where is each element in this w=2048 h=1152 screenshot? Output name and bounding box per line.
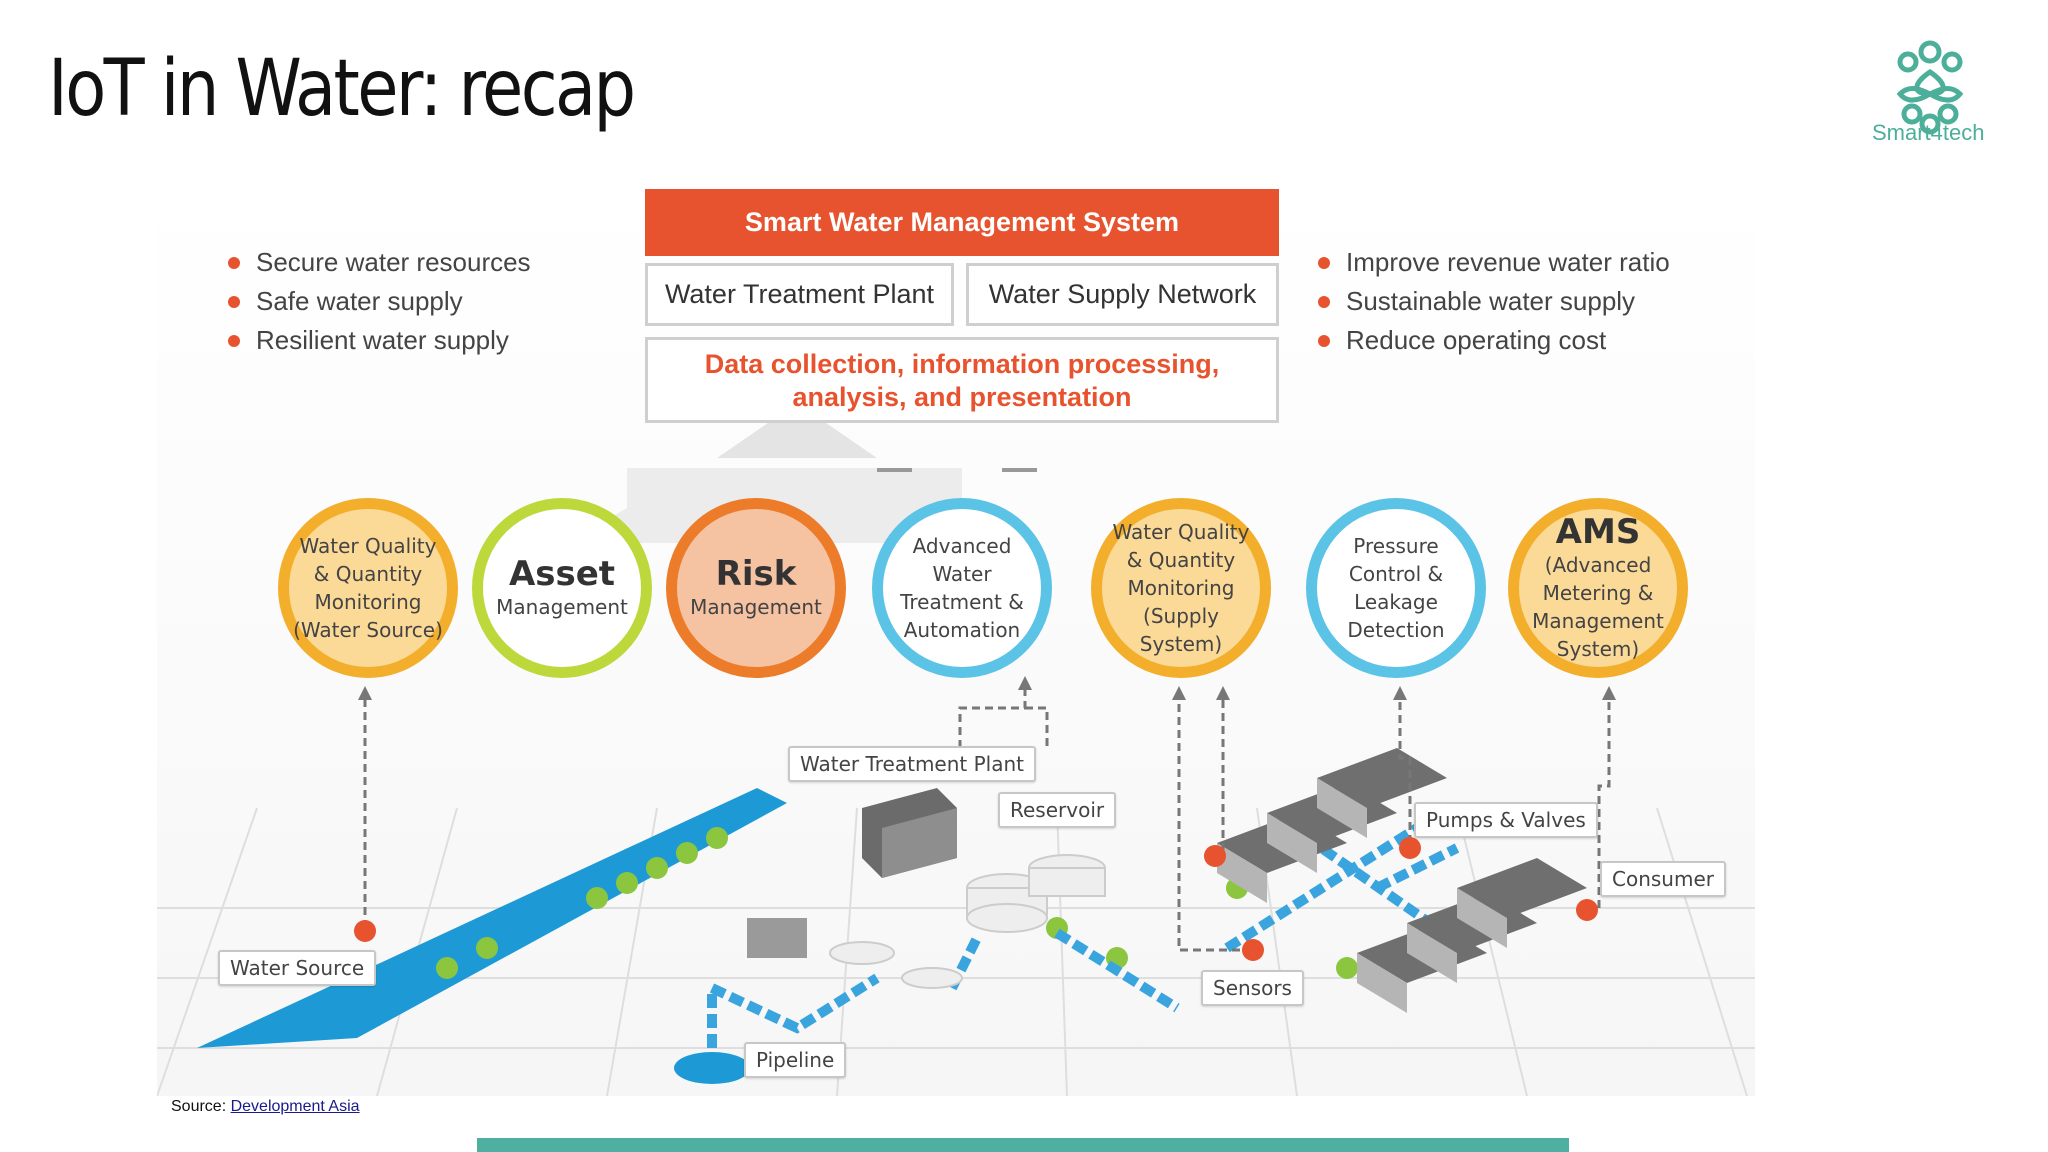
source-note: Source: Development Asia bbox=[171, 1098, 360, 1116]
logo-text: Smart4tech bbox=[1872, 120, 1985, 145]
label-pipeline: Pipeline bbox=[744, 1042, 847, 1078]
circle-line: (Water Source) bbox=[293, 618, 443, 642]
circle-line: Water Quality bbox=[299, 534, 437, 558]
circle-line: Monitoring bbox=[314, 590, 422, 614]
bullet-item: Reduce operating cost bbox=[1318, 321, 1670, 360]
circle-line: Water Quality bbox=[1112, 520, 1250, 544]
bullet-item: Resilient water supply bbox=[228, 321, 531, 360]
footer-bar bbox=[477, 1138, 1569, 1152]
circle-small-label: Management bbox=[690, 595, 822, 619]
arrow-head-shape bbox=[717, 403, 877, 458]
label-sensors: Sensors bbox=[1201, 970, 1304, 1006]
bullet-item: Improve revenue water ratio bbox=[1318, 243, 1670, 282]
circle-small-label: Management bbox=[496, 595, 628, 619]
circle-asset-management: Asset Management bbox=[472, 498, 652, 678]
circle-line: Automation bbox=[903, 618, 1021, 642]
left-bullet-list: Secure water resources Safe water supply… bbox=[228, 243, 531, 360]
source-link[interactable]: Development Asia bbox=[230, 1098, 360, 1115]
data-line-1: Data collection, information processing, bbox=[704, 349, 1220, 379]
circle-line: Detection bbox=[1347, 618, 1445, 642]
circle-line: Advanced bbox=[912, 534, 1012, 558]
circle-line: Monitoring bbox=[1127, 576, 1235, 600]
circle-line: & Quantity bbox=[313, 562, 423, 586]
circle-line: Treatment & bbox=[900, 590, 1024, 614]
system-title-banner: Smart Water Management System bbox=[645, 189, 1279, 256]
circle-line: (Advanced bbox=[1544, 553, 1652, 577]
circle-big-label: Risk bbox=[715, 554, 797, 594]
data-line-2: analysis, and presentation bbox=[792, 382, 1132, 412]
circle-water-quality-source: Water Quality & Quantity Monitoring (Wat… bbox=[278, 498, 458, 678]
bullet-item: Safe water supply bbox=[228, 282, 531, 321]
source-prefix: Source: bbox=[171, 1098, 231, 1115]
data-processing-box: Data collection, information processing,… bbox=[645, 337, 1279, 423]
circle-line: System) bbox=[1556, 637, 1640, 661]
circle-line: Water bbox=[932, 562, 992, 586]
river-shape bbox=[197, 788, 787, 1048]
circle-line: (Supply System) bbox=[1139, 604, 1223, 656]
bullet-item: Secure water resources bbox=[228, 243, 531, 282]
circle-pressure-control: Pressure Control & Leakage Detection bbox=[1306, 498, 1486, 678]
circle-line: Leakage bbox=[1354, 590, 1438, 614]
circle-ams: AMS (Advanced Metering & Management Syst… bbox=[1508, 498, 1688, 678]
water-supply-network-box: Water Supply Network bbox=[966, 263, 1279, 326]
circle-line: Pressure bbox=[1353, 534, 1439, 558]
slide-title: IoT in Water: recap bbox=[48, 44, 636, 134]
label-water-source: Water Source bbox=[218, 950, 377, 986]
label-consumer: Consumer bbox=[1600, 861, 1726, 897]
circle-line: Metering & bbox=[1542, 581, 1654, 605]
smart4tech-logo-icon bbox=[1896, 40, 1964, 135]
circle-big-label: Asset bbox=[508, 554, 616, 594]
label-water-treatment-plant: Water Treatment Plant bbox=[788, 746, 1036, 782]
label-pumps-valves: Pumps & Valves bbox=[1414, 802, 1598, 838]
circle-line: & Quantity bbox=[1126, 548, 1236, 572]
label-reservoir: Reservoir bbox=[998, 792, 1117, 828]
circle-water-quality-supply: Water Quality & Quantity Monitoring (Sup… bbox=[1091, 498, 1271, 678]
circle-big-label: AMS bbox=[1555, 512, 1641, 552]
right-bullet-list: Improve revenue water ratio Sustainable … bbox=[1318, 243, 1670, 360]
circle-line: Control & bbox=[1348, 562, 1444, 586]
circle-advanced-treatment: Advanced Water Treatment & Automation bbox=[872, 498, 1052, 678]
water-treatment-plant-box: Water Treatment Plant bbox=[645, 263, 954, 326]
circle-risk-management: Risk Management bbox=[666, 498, 846, 678]
circle-line: Management bbox=[1532, 609, 1664, 633]
bullet-item: Sustainable water supply bbox=[1318, 282, 1670, 321]
